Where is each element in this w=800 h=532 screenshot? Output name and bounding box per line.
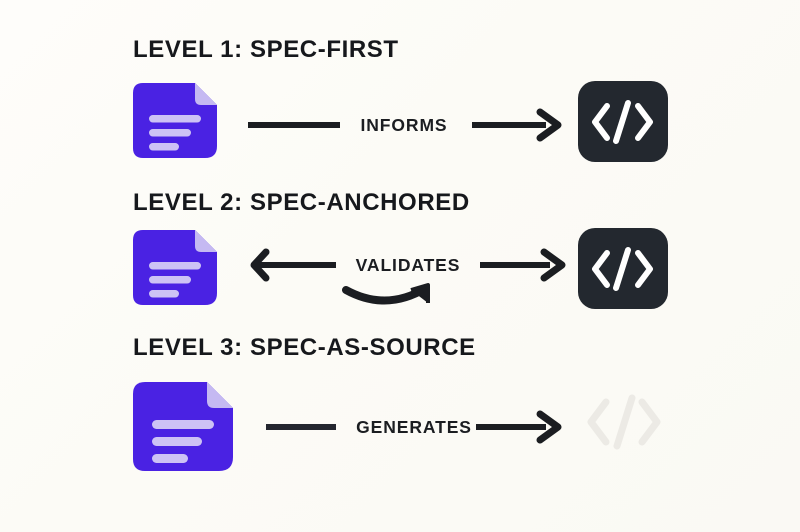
curved-arrow-head [410,283,430,303]
relation-arrow-generates: GENERATES [262,402,564,448]
document-icon [133,79,221,162]
level-2-title: LEVEL 2: SPEC-ANCHORED [133,189,470,216]
relation-label: INFORMS [361,115,448,135]
relation-arrow-validates: VALIDATES [248,240,566,310]
code-icon [578,81,668,162]
relation-arrow-informs: INFORMS [244,100,564,146]
level-3-title: LEVEL 3: SPEC-AS-SOURCE [133,334,476,361]
level-1-title: LEVEL 1: SPEC-FIRST [133,36,399,63]
arrow-left-icon [250,248,270,282]
document-icon [133,226,221,309]
relation-label: GENERATES [356,417,472,437]
code-icon [578,228,668,309]
code-icon-ghost [578,386,670,458]
arrow-right-icon [540,248,566,282]
arrow-right-icon [536,410,562,444]
relation-label: VALIDATES [356,255,461,275]
document-icon [133,377,238,476]
arrow-right-icon [536,108,562,142]
